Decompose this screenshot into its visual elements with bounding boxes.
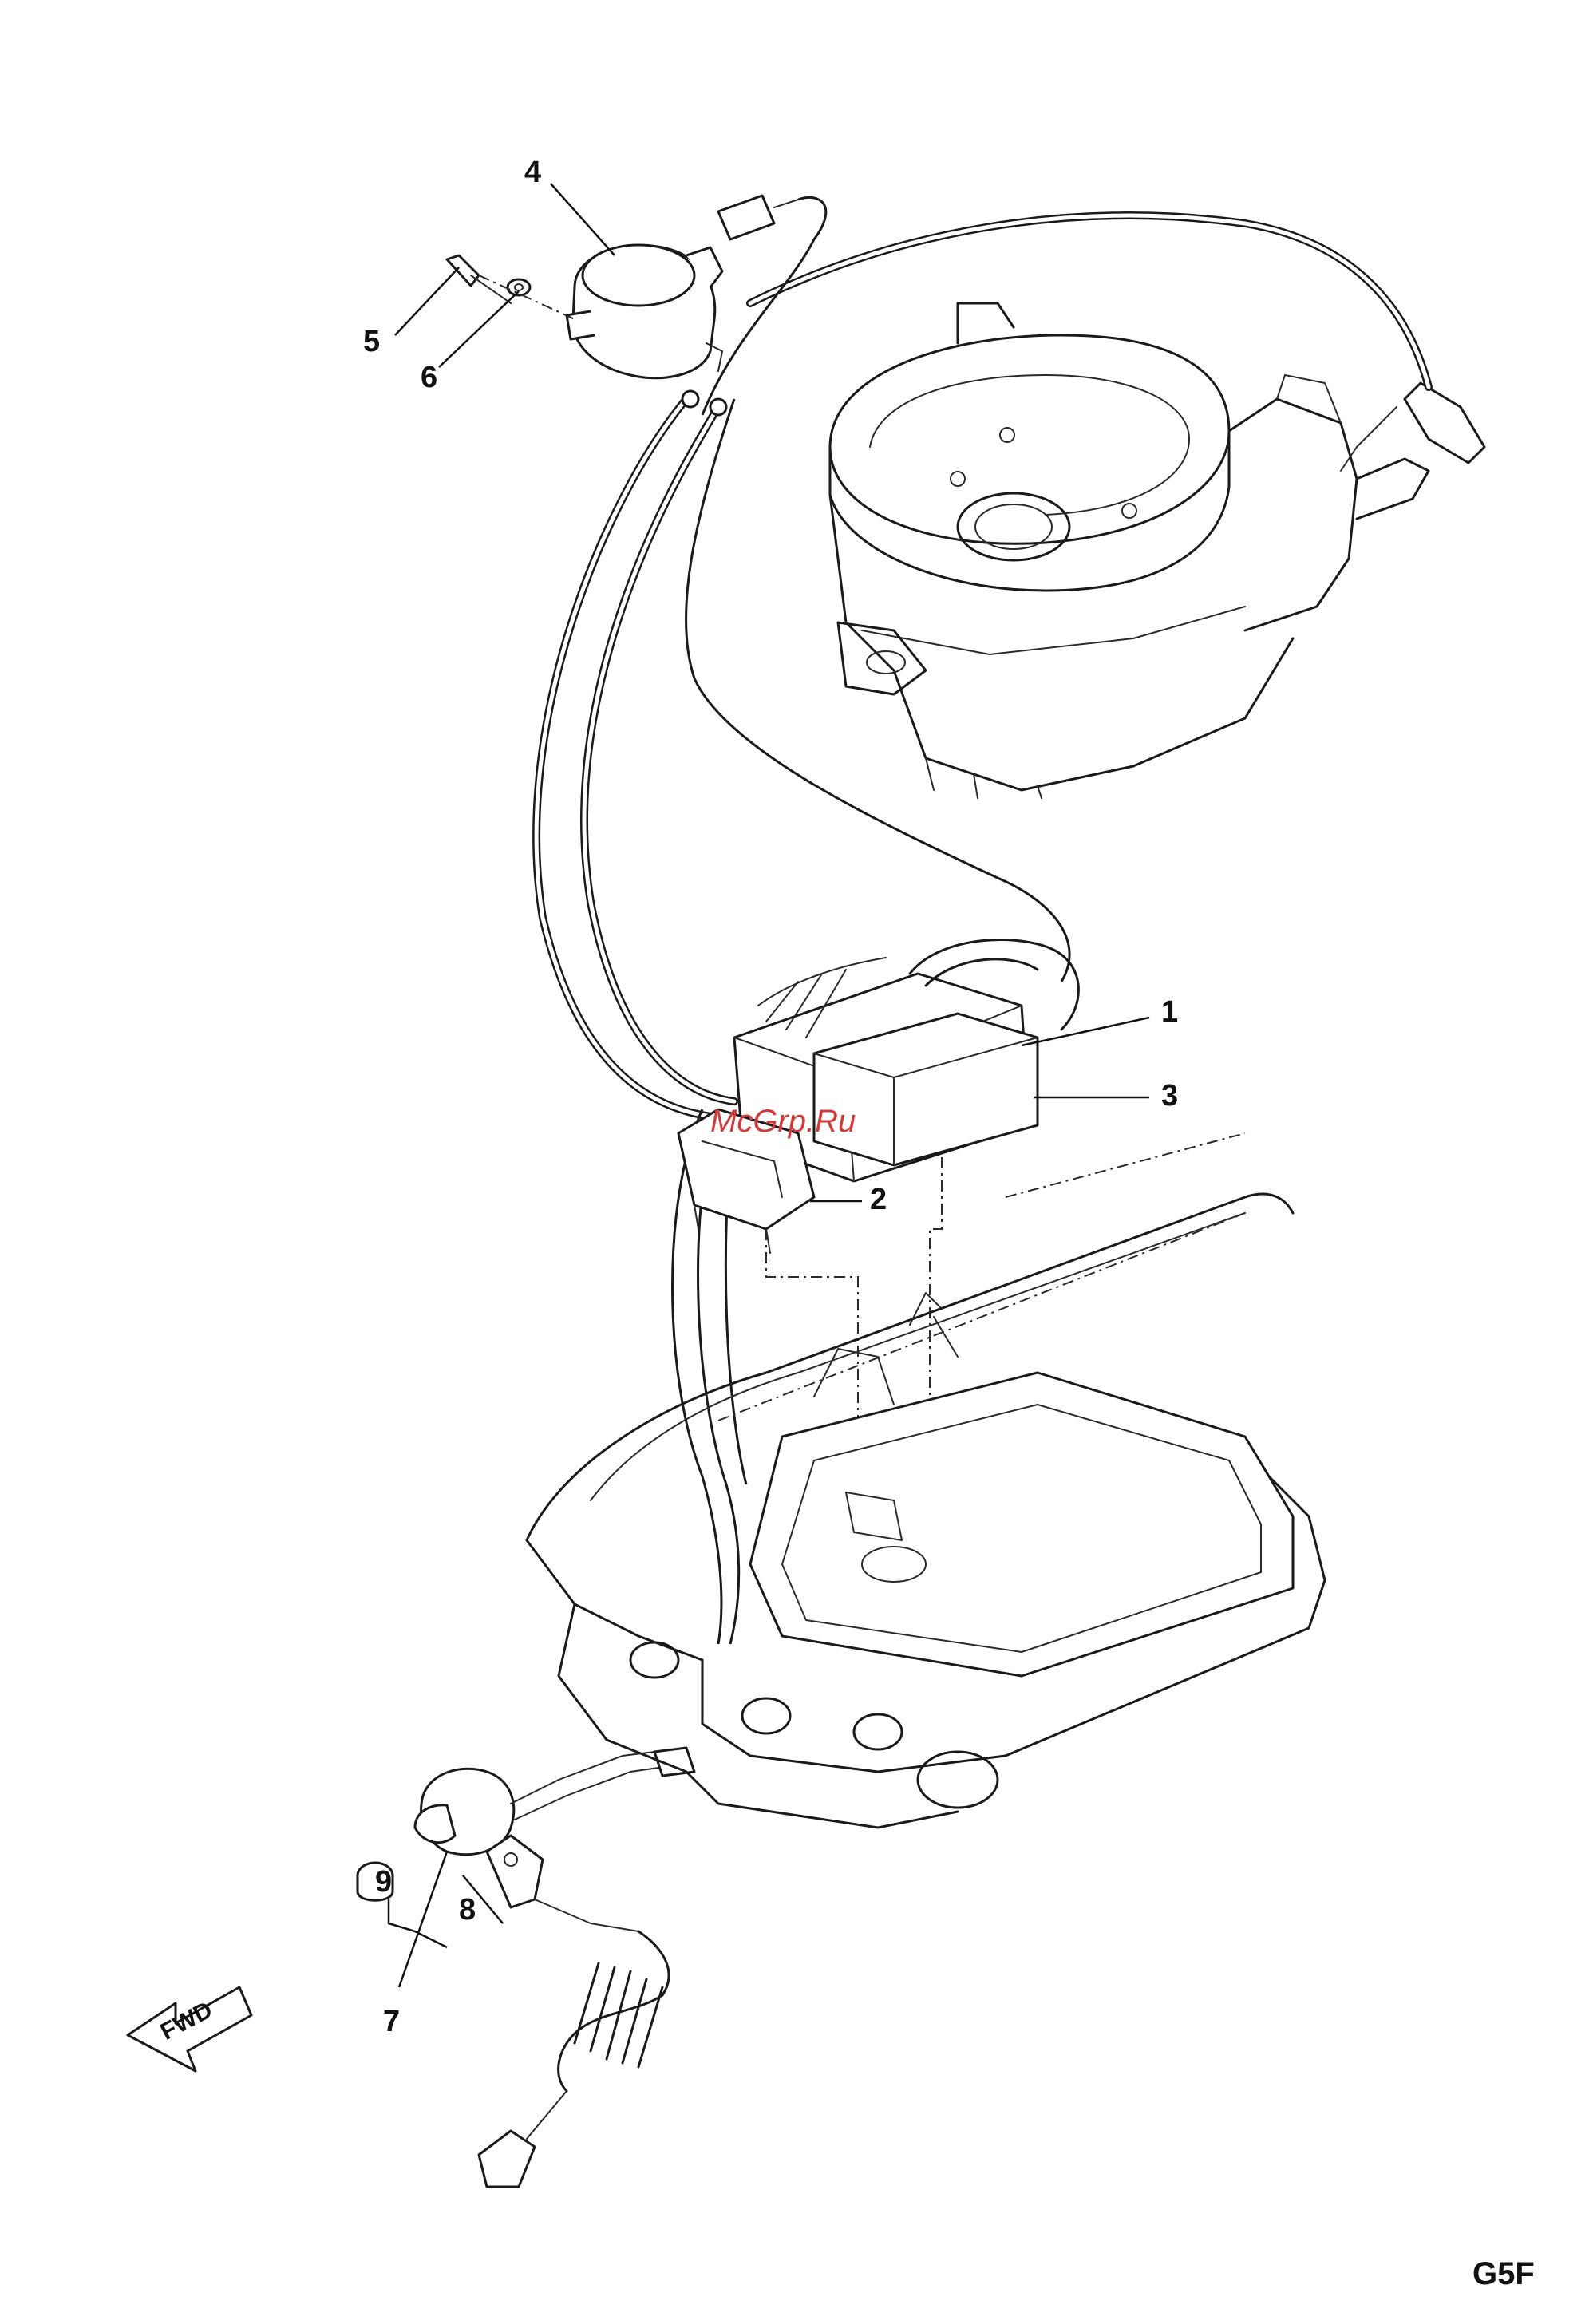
top-connector (702, 196, 826, 415)
callout-2: 2 (870, 1183, 887, 1216)
callout-7: 7 (383, 2005, 400, 2038)
callout-6: 6 (421, 361, 437, 394)
coil-washer (508, 279, 530, 295)
coil-bolt (447, 255, 511, 303)
flywheel-housing (830, 303, 1429, 798)
callout-5: 5 (363, 325, 380, 358)
callout-1: 1 (1161, 995, 1178, 1029)
callout-3: 3 (1161, 1079, 1178, 1113)
spark-plug-cap (750, 215, 1484, 471)
bottom-cowling (527, 1133, 1325, 1828)
watermark-text: McGrp.Ru (710, 1104, 856, 1139)
callout-4: 4 (524, 156, 541, 189)
stop-switch (415, 1748, 694, 1855)
lanyard-clip (479, 1836, 669, 2187)
fwd-arrow-icon: FWD (128, 1987, 251, 2071)
diagram-code: G5F (1472, 2256, 1535, 2291)
ignition-coil (567, 245, 722, 378)
callout-9: 9 (375, 1865, 392, 1899)
callout-8: 8 (459, 1893, 476, 1927)
